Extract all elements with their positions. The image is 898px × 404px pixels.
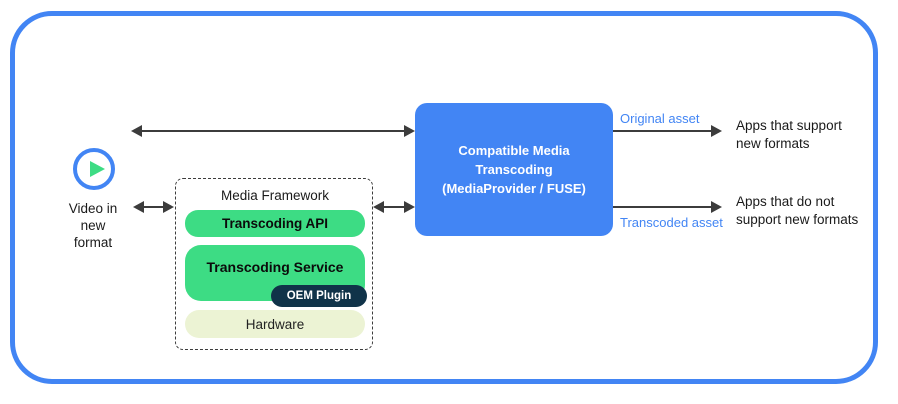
play-circle-icon [73, 148, 115, 190]
connector-transcoded-asset-head [711, 201, 722, 213]
apps-support-line2: new formats [736, 136, 810, 151]
play-triangle-icon [90, 161, 105, 177]
media-framework-title: Media Framework [220, 188, 330, 203]
cmt-line1: Compatible Media [458, 143, 570, 158]
compatible-media-transcoding-box: Compatible Media Transcoding (MediaProvi… [415, 103, 613, 236]
cmt-text: Compatible Media Transcoding (MediaProvi… [419, 141, 609, 198]
connector-source-to-framework-line [141, 206, 167, 208]
media-framework-container: Media Framework Transcoding API Transcod… [175, 178, 373, 350]
connector-transcoded-asset-line [613, 206, 714, 208]
cmt-line3: (MediaProvider / FUSE) [442, 181, 586, 196]
connector-framework-to-cmt-head-right [404, 201, 415, 213]
connector-source-to-cmt-line [139, 130, 411, 132]
connector-source-to-cmt-head-right [404, 125, 415, 137]
apps-support-label: Apps that support new formats [736, 117, 842, 153]
transcoded-asset-label: Transcoded asset [620, 215, 723, 230]
source-video-label-line3: format [73, 235, 113, 250]
transcoding-api-label: Transcoding API [221, 216, 329, 231]
connector-original-asset-line [613, 130, 714, 132]
source-video-label-line1: Video in [68, 201, 118, 216]
connector-source-to-framework-head-left [133, 201, 144, 213]
source-video-label-line2: new [80, 218, 106, 233]
connector-source-to-cmt-head-left [131, 125, 142, 137]
cmt-line2: Transcoding [475, 162, 553, 177]
transcoding-api-block: Transcoding API [185, 210, 365, 237]
connector-framework-to-cmt-line [381, 206, 411, 208]
oem-plugin-badge: OEM Plugin [271, 285, 367, 307]
source-video-label: Video in new format [52, 200, 134, 251]
hardware-label: Hardware [245, 316, 305, 332]
apps-nosupport-line1: Apps that do not [736, 194, 835, 209]
oem-plugin-label: OEM Plugin [286, 290, 352, 302]
apps-support-line1: Apps that support [736, 118, 842, 133]
connector-framework-to-cmt-head-left [373, 201, 384, 213]
transcoding-service-label: Transcoding Service [206, 259, 344, 275]
apps-nosupport-label: Apps that do not support new formats [736, 193, 858, 229]
connector-original-asset-head [711, 125, 722, 137]
hardware-block: Hardware [185, 310, 365, 338]
connector-source-to-framework-head-right [163, 201, 174, 213]
apps-nosupport-line2: support new formats [736, 212, 859, 227]
original-asset-label: Original asset [620, 111, 700, 126]
